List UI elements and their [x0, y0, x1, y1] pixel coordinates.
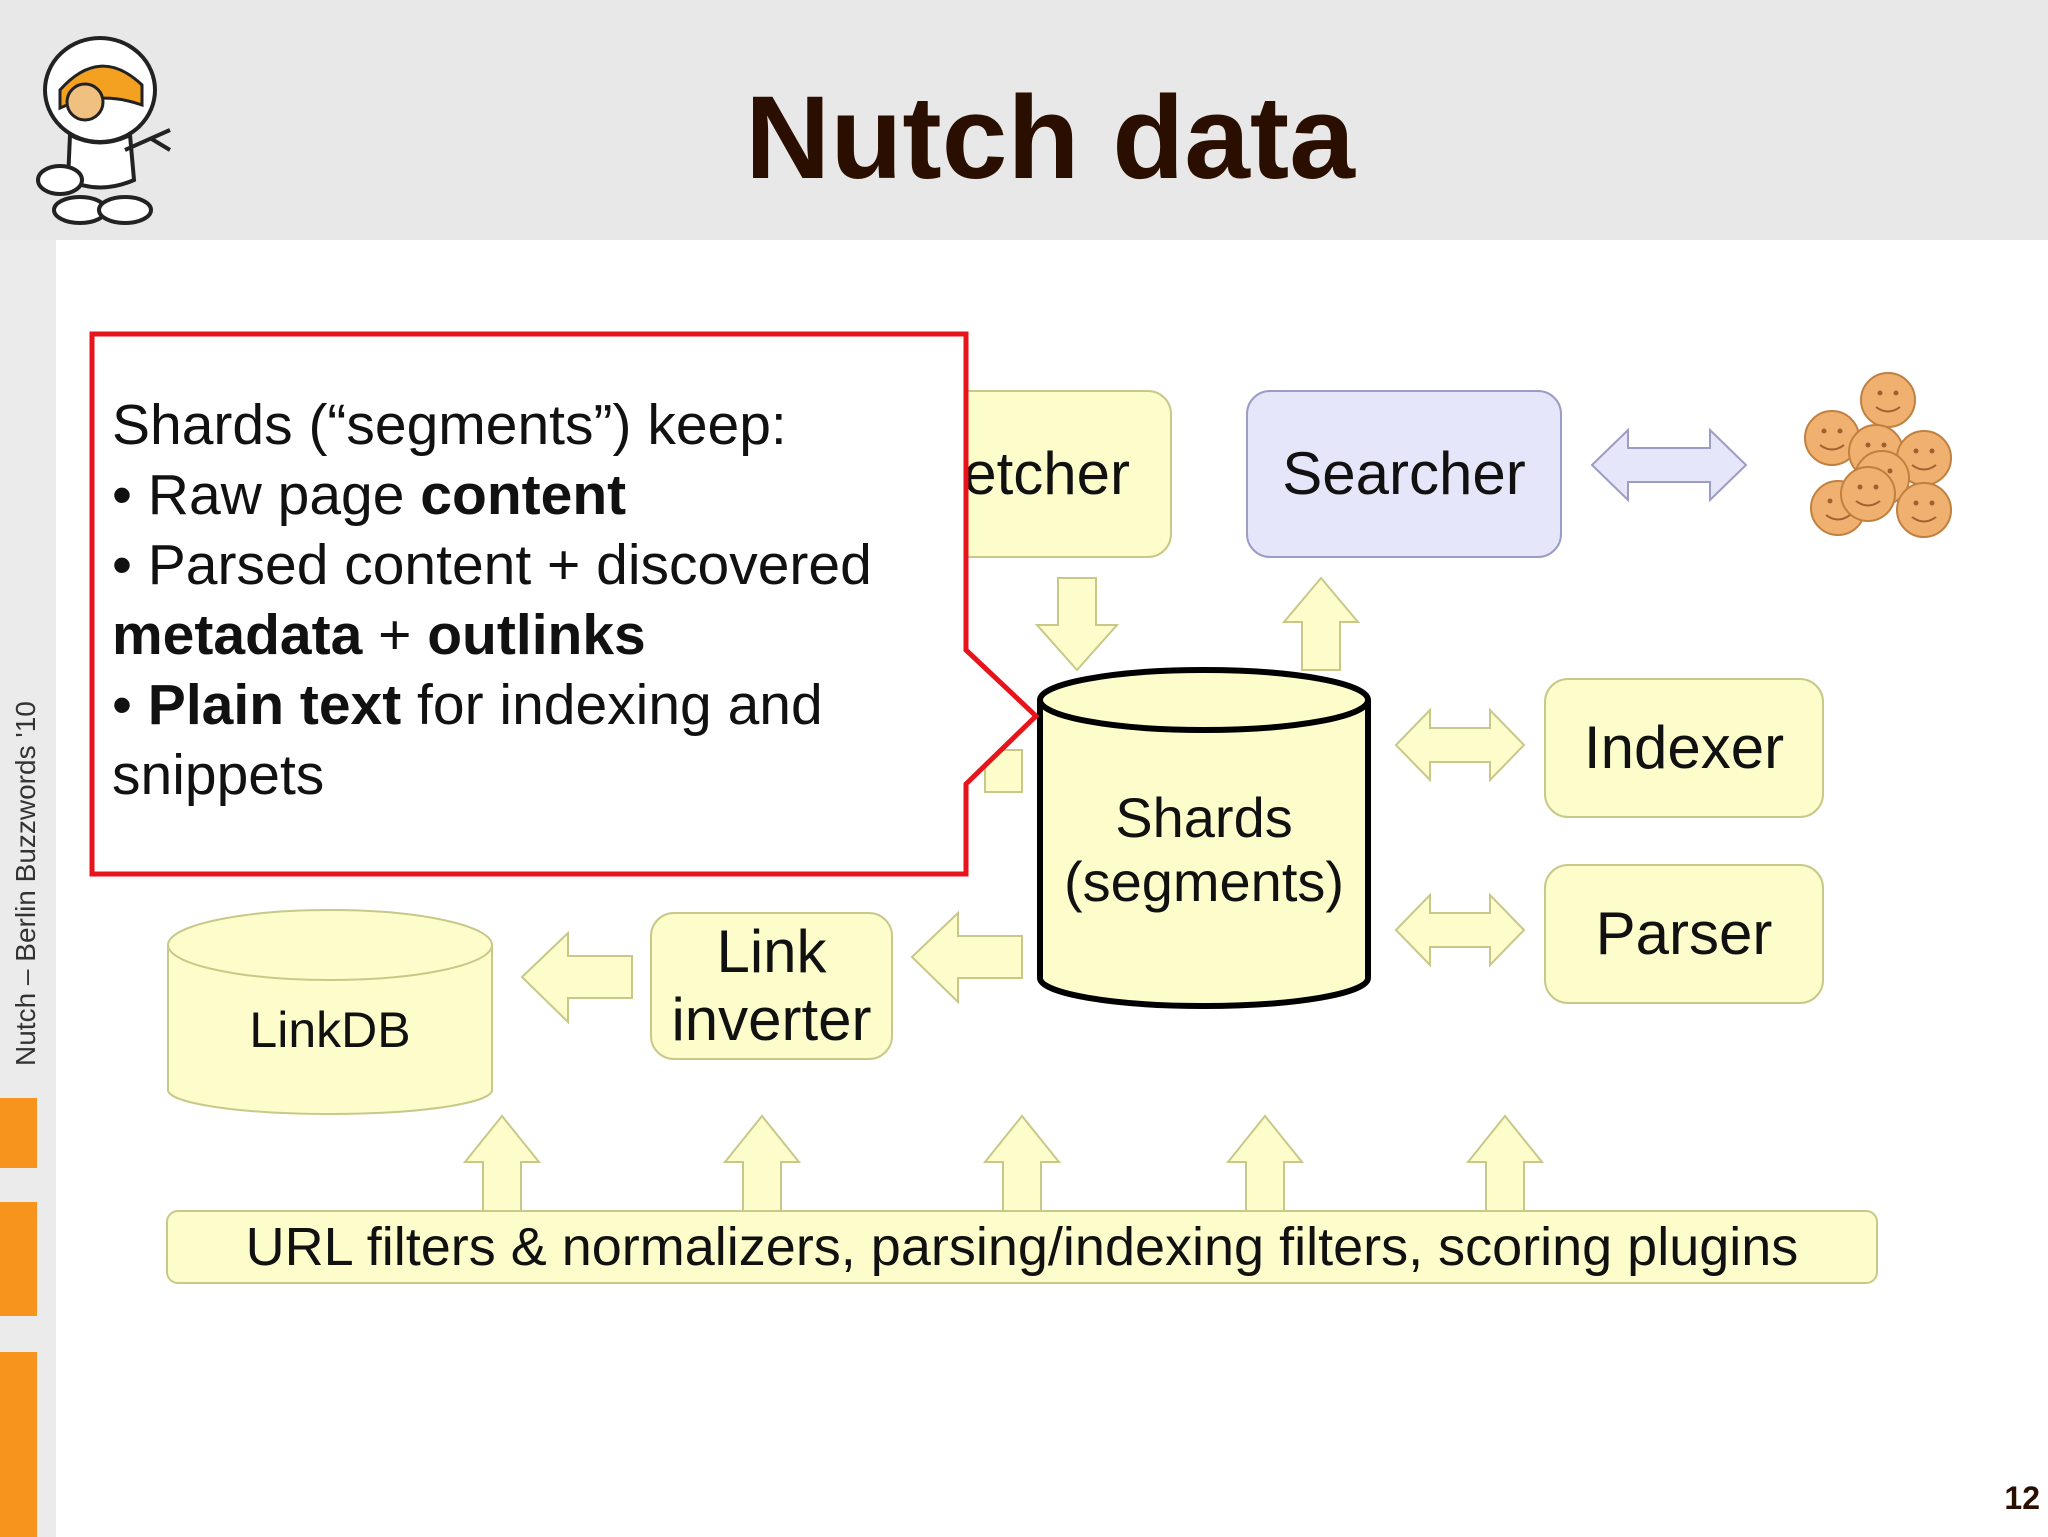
orange-decor-block [0, 1202, 37, 1316]
indexer-label: Indexer [1583, 714, 1785, 781]
link-inverter-label-line1: Link [716, 918, 827, 985]
parser-box: Parser [1544, 864, 1824, 1004]
callout-heading: Shards (“segments”) keep: [112, 393, 787, 457]
arrow-up-shards-searcher [1281, 576, 1361, 671]
shards-cylinder [1037, 667, 1371, 1009]
searcher-label: Searcher [1282, 440, 1526, 507]
parser-label: Parser [1595, 900, 1773, 967]
shards-label-line2: (segments) [1063, 850, 1345, 913]
linkdb-cylinder [167, 909, 493, 1115]
callout-border [89, 331, 1040, 877]
callout-bullet-raw-content: • Raw page content [112, 463, 627, 527]
users-group-icon [1804, 372, 1952, 538]
nutch-mascot-logo [36, 36, 172, 225]
link-inverter-box: Link inverter [650, 912, 893, 1060]
slide-title: Nutch data [745, 72, 1355, 204]
double-arrow-shards-indexer [1394, 707, 1526, 783]
arrow-down-fetcher-shards [1034, 577, 1120, 672]
left-sidebar-band [0, 240, 56, 1537]
callout-bullet-parsed: • Parsed content + discovered [112, 533, 872, 597]
arrow-left-linkinverter-linkdb [520, 930, 633, 1025]
shards-label: Shards (segments) [1040, 780, 1368, 920]
searcher-box: Searcher [1246, 390, 1562, 558]
orange-decor-block [0, 1352, 37, 1537]
user-face-icon [1860, 372, 1916, 428]
double-arrow-searcher-users-shape [1590, 427, 1748, 503]
link-inverter-label-line2: inverter [671, 986, 872, 1053]
callout-bullet-plain-text-cont: snippets [112, 743, 325, 807]
header-band [0, 0, 2048, 240]
arrow-left-shards-linkinverter [910, 910, 1023, 1005]
linkdb-label: LinkDB [168, 995, 492, 1065]
user-face-icon [1840, 466, 1896, 522]
plugins-label: URL filters & normalizers, parsing/index… [245, 1217, 1799, 1277]
indexer-box: Indexer [1544, 678, 1824, 818]
shards-label-line1: Shards [1115, 786, 1293, 849]
linkdb-label-text: LinkDB [249, 1002, 411, 1058]
callout-bullet-parsed-cont: metadata + outlinks [112, 603, 646, 667]
user-face-icon [1896, 482, 1952, 538]
orange-decor-block [0, 1098, 37, 1168]
double-arrow-shards-parser [1394, 892, 1526, 968]
plugins-bar: URL filters & normalizers, parsing/index… [166, 1210, 1878, 1284]
page-number: 12 [2004, 1480, 2040, 1516]
callout-bullet-plain-text: • Plain text for indexing and [112, 673, 823, 737]
callout-text: Shards (“segments”) keep: • Raw page con… [112, 390, 972, 810]
